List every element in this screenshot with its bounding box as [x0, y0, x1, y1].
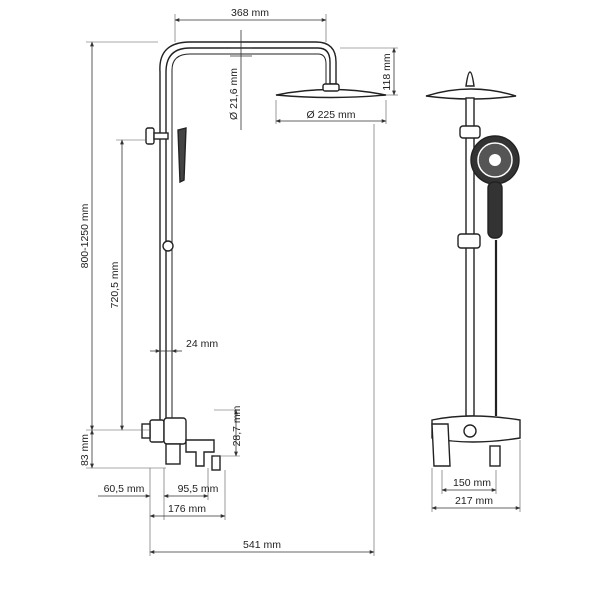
front-view	[425, 71, 521, 467]
dim-bar-offset: 24 mm	[186, 338, 218, 350]
spout	[185, 439, 215, 467]
dim-head-height: 118 mm	[381, 53, 393, 90]
dim-total-depth: 541 mm	[243, 539, 281, 551]
front-lever	[431, 423, 451, 467]
dim-total-height: 800-1250 mm	[79, 203, 91, 268]
dim-top-width: 368 mm	[231, 7, 269, 19]
holder-knob	[145, 127, 155, 145]
side-view	[141, 41, 387, 471]
front-shower-head	[425, 88, 517, 100]
riser-pipe	[159, 41, 337, 431]
dim-spout-length: 95,5 mm	[178, 483, 219, 495]
dim-mixer-height: 83 mm	[79, 434, 91, 466]
dim-mixer-inner: 150 mm	[453, 477, 491, 489]
dim-bar-length: 720,5 mm	[109, 261, 121, 308]
dim-head-diameter: Ø 225 mm	[306, 109, 355, 121]
hand-shower	[177, 127, 187, 184]
front-riser	[465, 97, 475, 417]
mixer-body	[149, 419, 165, 443]
dim-mixer-depth: 176 mm	[168, 503, 206, 515]
dim-pipe-diameter: Ø 21,6 mm	[228, 68, 240, 120]
dim-spout-height: 28,7 mm	[231, 405, 243, 446]
front-hand-shower-handle	[487, 181, 503, 239]
dim-wall-depth: 60,5 mm	[104, 483, 145, 495]
dim-mixer-outer: 217 mm	[455, 495, 493, 507]
slider-knob	[162, 240, 174, 252]
shower-head-joint	[322, 83, 340, 92]
